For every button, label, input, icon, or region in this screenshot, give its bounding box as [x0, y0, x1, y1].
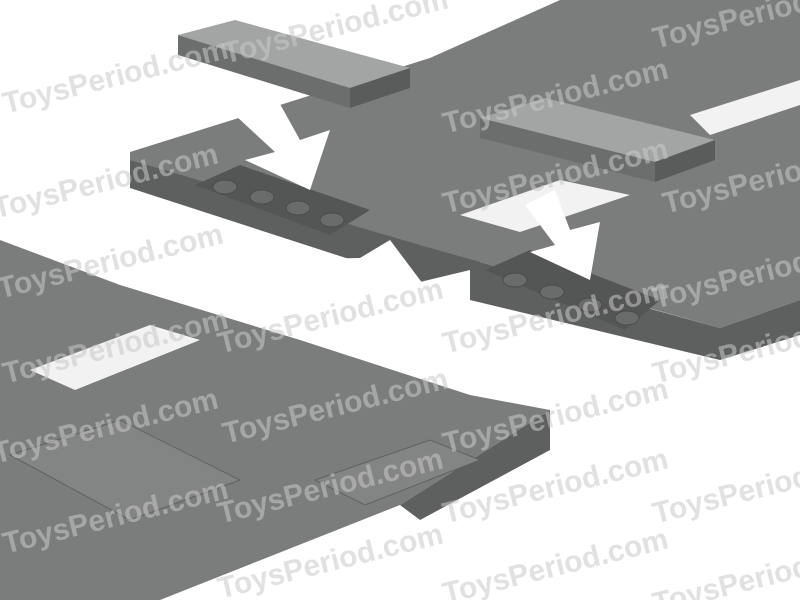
tile-outline [8, 419, 242, 521]
left-plate-top [0, 240, 550, 600]
left-baseplate [0, 240, 550, 600]
floating-tile-1 [178, 20, 410, 108]
studs [212, 179, 640, 326]
stud-recess [485, 250, 660, 330]
arrow-right-icon [260, 240, 450, 325]
floating-tile-2 [480, 98, 715, 182]
arrows [235, 95, 600, 325]
arrow-down-icon [525, 190, 600, 280]
arrow-down-icon [235, 95, 330, 190]
left-plate-side [400, 410, 550, 520]
white-strip [30, 325, 200, 390]
tile-outline [313, 439, 482, 506]
right-plate-top [130, 0, 800, 328]
white-strip [690, 80, 800, 135]
